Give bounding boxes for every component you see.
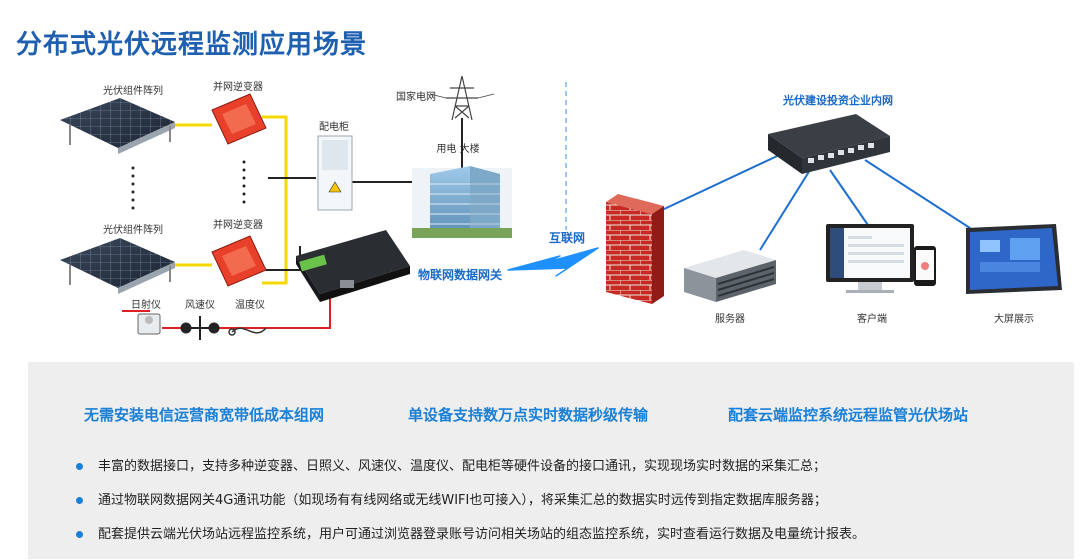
solar-panel-array-bottom	[60, 238, 175, 294]
irradiance-meter	[137, 313, 161, 335]
feature-item-2: 通过物联网数据网关4G通讯功能（如现场有有线网络或无线WIFI也可接入），将采集…	[76, 492, 865, 526]
lan-wires	[661, 149, 971, 251]
vertical-dots-right	[242, 160, 246, 204]
client-monitor-icon	[826, 224, 914, 293]
big-screen-label: 大屏展示	[994, 312, 1034, 325]
thermometer-label: 温度仪	[235, 298, 265, 311]
bullet-dot-icon	[76, 531, 83, 538]
feature-list: 丰富的数据接口，支持多种逆变器、日照义、风速仪、温度仪、配电柜等硬件设备的接口通…	[76, 458, 865, 560]
bullet-dot-icon	[76, 463, 83, 470]
vertical-dots-left	[131, 166, 135, 210]
iot-gateway-device	[296, 230, 410, 302]
inverter-top-label: 并网逆变器	[213, 80, 263, 93]
power-tower	[429, 75, 495, 121]
inverter-bottom-label: 并网逆变器	[213, 218, 263, 231]
internet-label: 互联网	[549, 231, 585, 245]
irradiance-label: 日射仪	[131, 299, 161, 311]
pv-array-bottom-label: 光伏组件阵列	[103, 223, 163, 236]
grid-inverter-top	[211, 93, 267, 145]
firewall-icon	[606, 194, 664, 304]
intranet-label: 光伏建设投资企业内网	[782, 93, 893, 107]
page-title: 分布式光伏远程监测应用场景	[16, 30, 368, 60]
cabinet-label: 配电柜	[319, 120, 349, 133]
feature-item-1: 丰富的数据接口，支持多种逆变器、日照义、风速仪、温度仪、配电柜等硬件设备的接口通…	[76, 458, 865, 492]
anemometer-label: 风速仪	[185, 299, 215, 311]
anemometer	[180, 316, 220, 340]
big-screen-display-icon	[966, 224, 1062, 294]
thermometer-probe	[228, 327, 267, 336]
feature-item-3: 配套提供云端光伏场站远程监控系统，用户可通过浏览器登录账号访问相关场站的组态监控…	[76, 526, 865, 560]
solar-panel-array-top	[60, 98, 175, 154]
network-diagram: 光伏组件阵列 光伏组件阵列 并网逆变器 并网逆变器 配电柜 国家电网	[60, 75, 1062, 340]
network-switch-icon	[768, 114, 890, 174]
highlight-2: 单设备支持数万点实时数据秒级传输	[408, 406, 649, 424]
highlight-1: 无需安装电信运营商宽带低成本组网	[84, 406, 325, 424]
building-label: 用电 大楼	[436, 142, 479, 155]
server-label: 服务器	[715, 312, 745, 325]
office-building	[412, 166, 512, 238]
client-label: 客户端	[857, 312, 887, 325]
feature-panel: 无需安装电信运营商宽带低成本组网 单设备支持数万点实时数据秒级传输 配套云端监控…	[28, 362, 1074, 559]
gateway-label: 物联网数据网关	[418, 267, 502, 282]
highlight-3: 配套云端监控系统远程监管光伏场站	[728, 406, 969, 424]
wireless-lightning-icon	[507, 247, 599, 277]
pv-array-top-label: 光伏组件阵列	[103, 84, 163, 97]
state-grid-label: 国家电网	[396, 90, 436, 103]
grid-inverter-bottom	[211, 235, 267, 287]
mobile-phone-icon	[914, 246, 936, 286]
bullet-dot-icon	[76, 497, 83, 504]
server-rack-icon	[684, 250, 776, 302]
distribution-cabinet	[317, 135, 353, 211]
